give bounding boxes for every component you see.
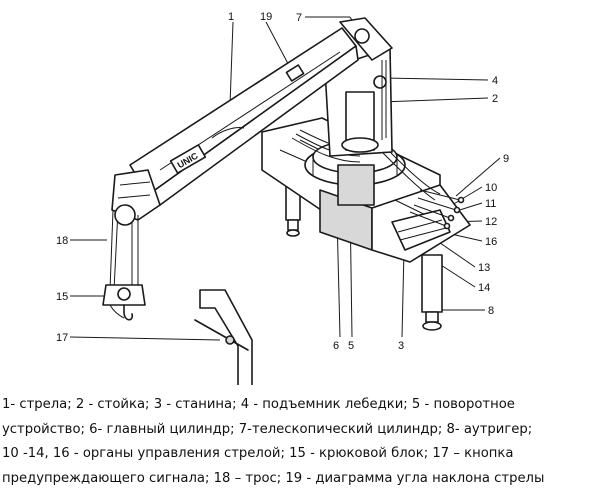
callout-18: 18 — [56, 235, 68, 247]
legend-caption: 1- стрела; 2 - стойка; 3 - станина; 4 - … — [2, 393, 598, 491]
callout-11: 11 — [485, 198, 496, 210]
callout-15: 15 — [56, 291, 68, 303]
callout-2: 2 — [492, 93, 498, 105]
callout-1: 1 — [228, 11, 234, 23]
callout-4: 4 — [492, 75, 498, 87]
callout-5: 5 — [348, 340, 354, 352]
caption-line-4: предупреждающего сигнала; 18 – трос; 19 … — [2, 470, 545, 486]
callout-labels: 1 19 7 4 2 9 10 11 12 16 13 14 8 3 5 6 1… — [56, 11, 509, 352]
hook-assembly — [102, 204, 146, 321]
callout-3: 3 — [398, 340, 404, 352]
callout-10: 10 — [485, 182, 497, 194]
callout-12: 12 — [485, 216, 497, 228]
callout-14: 14 — [478, 282, 490, 294]
callout-7: 7 — [296, 12, 302, 24]
caption-line-3: 10 -14, 16 - органы управления стрелой; … — [2, 446, 514, 461]
caption-line-2: устройство; 6- главный цилиндр; 7-телеск… — [2, 421, 533, 437]
warning-button-frame — [194, 289, 253, 385]
callout-6: 6 — [333, 340, 339, 352]
callout-13: 13 — [478, 262, 490, 274]
callout-16: 16 — [485, 236, 497, 248]
crane-diagram: UNIC 1 19 7 4 — [56, 11, 509, 385]
control-levers — [409, 189, 465, 230]
callout-17: 17 — [56, 332, 68, 344]
callout-8: 8 — [488, 305, 494, 317]
callout-19: 19 — [260, 11, 272, 23]
leader-lines — [69, 16, 501, 341]
boom: UNIC — [111, 27, 359, 221]
callout-9: 9 — [503, 153, 509, 165]
crane-post — [324, 17, 393, 157]
outrigger-right — [421, 254, 443, 331]
caption-line-1: 1- стрела; 2 - стойка; 3 - станина; 4 - … — [2, 397, 515, 412]
